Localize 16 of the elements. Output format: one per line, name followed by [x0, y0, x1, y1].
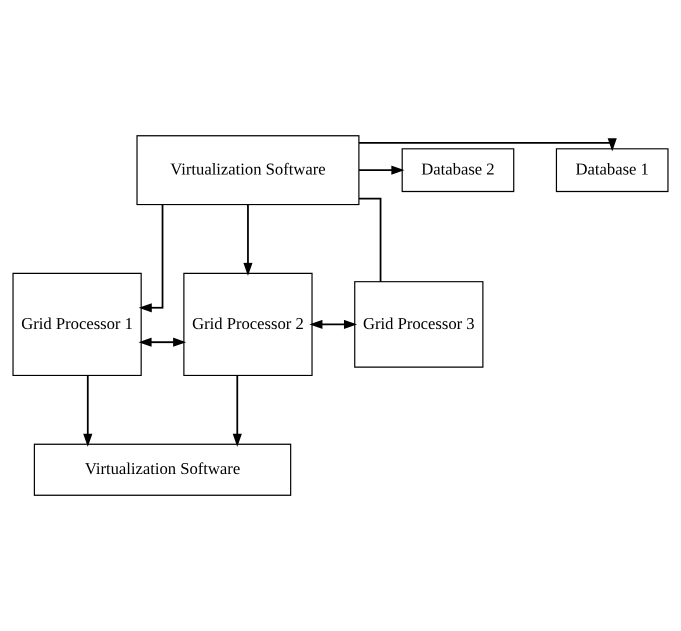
arrow	[359, 166, 404, 175]
node-box: Virtualization Software	[136, 135, 360, 206]
connector	[359, 198, 382, 282]
node-box: Grid Processor 2	[183, 272, 313, 376]
node-box: Virtualization Software	[34, 444, 292, 496]
arrow	[138, 338, 186, 347]
arrow	[243, 204, 253, 276]
arrow	[138, 204, 164, 312]
arrow	[232, 376, 242, 447]
node-box: Database 1	[556, 148, 669, 192]
node-box: Database 2	[402, 148, 514, 192]
arrow	[309, 320, 358, 329]
arrow	[359, 138, 617, 152]
node-box: Grid Processor 1	[12, 272, 142, 376]
arrow	[83, 376, 92, 447]
node-box: Grid Processor 3	[354, 281, 484, 368]
